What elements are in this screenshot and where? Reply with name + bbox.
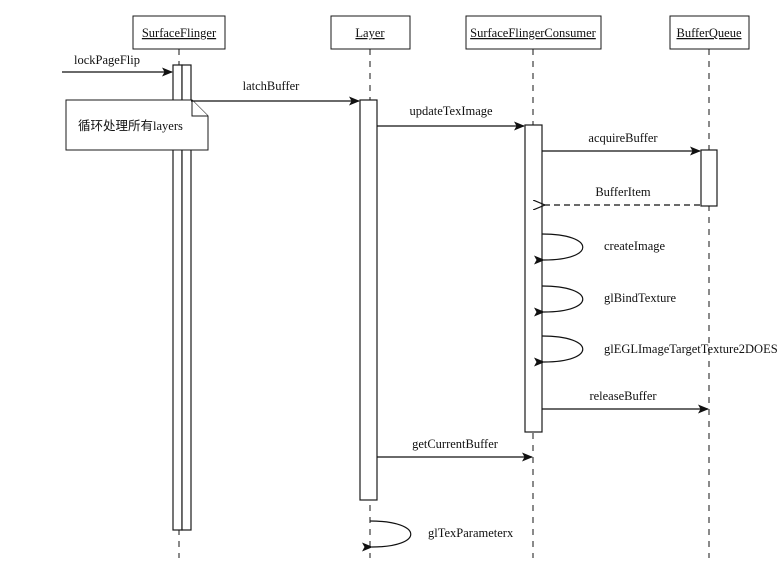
message-label-latchbuffer: latchBuffer: [243, 79, 301, 93]
participant-box-surfaceflinger[interactable]: [132, 15, 226, 50]
note-loop-all-layers: 循环处理所有layers: [65, 99, 209, 151]
message-getcurrentbuffer: getCurrentBuffer: [377, 437, 533, 462]
participant-surfaceflinger[interactable]: SurfaceFlinger: [132, 15, 226, 50]
message-bufferitem: BufferItem: [544, 185, 700, 205]
note-box-shape: [65, 99, 209, 151]
participant-label-surfaceflinger: SurfaceFlinger: [142, 26, 217, 40]
activation-bars-group: [172, 64, 718, 531]
message-label-lockpageflip: lockPageFlip: [74, 53, 140, 67]
message-gltexparameterx: glTexParameterx: [361, 520, 514, 552]
message-arrow-createimage: [533, 233, 584, 265]
message-arrow-glbindtexture: [533, 285, 584, 317]
message-lockpageflip: lockPageFlip: [62, 53, 173, 77]
message-arrow-gltexparameterx: [361, 520, 412, 552]
activation-surfaceflingerconsumer: [524, 124, 543, 433]
activation-surfaceflinger-inner: [181, 64, 192, 531]
message-label-updateteximage: updateTexImage: [409, 104, 493, 118]
message-label-bufferitem: BufferItem: [595, 185, 651, 199]
message-acquirebuffer: acquireBuffer: [542, 131, 701, 156]
activation-layer: [359, 99, 378, 501]
message-latchbuffer: latchBuffer: [191, 79, 360, 106]
message-label-glbindtexture: glBindTexture: [604, 291, 676, 305]
participant-layer[interactable]: Layer: [330, 15, 411, 50]
message-releasebuffer: releaseBuffer: [542, 389, 709, 414]
message-label-getcurrentbuffer: getCurrentBuffer: [412, 437, 499, 451]
participant-label-layer: Layer: [355, 26, 385, 40]
message-label-acquirebuffer: acquireBuffer: [588, 131, 658, 145]
message-createimage: createImage: [533, 233, 666, 265]
note-text-loop-all-layers: 循环处理所有layers: [78, 119, 183, 133]
message-glelimagetargettexture2does: glEGLImageTargetTexture2DOES: [533, 335, 778, 367]
participant-bufferqueue[interactable]: BufferQueue: [669, 15, 750, 50]
message-label-gltexparameterx: glTexParameterx: [428, 526, 514, 540]
message-arrow-glelimagetargettexture2does: [533, 335, 584, 367]
message-updateteximage: updateTexImage: [377, 104, 525, 131]
participant-surfaceflingerconsumer[interactable]: SurfaceFlingerConsumer: [465, 15, 602, 50]
participant-box-surfaceflingerconsumer[interactable]: [465, 15, 602, 50]
activation-bufferqueue: [700, 149, 718, 207]
message-label-releasebuffer: releaseBuffer: [589, 389, 657, 403]
participant-label-bufferqueue: BufferQueue: [676, 26, 741, 40]
participant-box-layer[interactable]: [330, 15, 411, 50]
message-glbindtexture: glBindTexture: [533, 285, 676, 317]
participant-label-surfaceflingerconsumer: SurfaceFlingerConsumer: [470, 26, 597, 40]
note-fold-corner: [191, 100, 208, 117]
message-label-createimage: createImage: [604, 239, 666, 253]
participant-box-bufferqueue[interactable]: [669, 15, 750, 50]
message-label-glelimagetargettexture2does: glEGLImageTargetTexture2DOES: [604, 342, 778, 356]
